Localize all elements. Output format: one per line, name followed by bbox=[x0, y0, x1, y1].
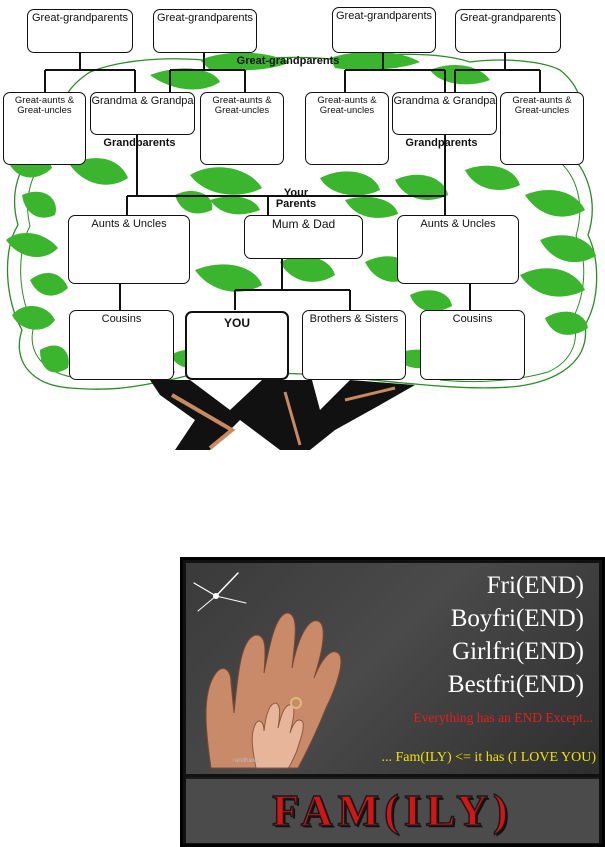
great-grandparents-box-3: Great-grandparents bbox=[332, 7, 436, 53]
left-great-aunts-box: Great-aunts & Great-uncles bbox=[3, 92, 86, 165]
poster-title-band: FAM(ILY) bbox=[186, 777, 599, 843]
baby-hand bbox=[251, 702, 304, 769]
tree-trunk bbox=[150, 380, 415, 450]
right-aunts-uncles-box: Aunts & Uncles bbox=[397, 215, 519, 284]
mid-right-great-aunts-box: Great-aunts & Great-uncles bbox=[305, 92, 389, 165]
ring-icon bbox=[290, 697, 302, 709]
great-grandparents-box-4: Great-grandparents bbox=[455, 9, 561, 53]
right-grandparents-label: Grandparents bbox=[405, 137, 478, 149]
right-cousins-box: Cousins bbox=[420, 310, 525, 380]
adult-hand bbox=[205, 612, 342, 769]
hands-illustration bbox=[193, 572, 342, 769]
mid-left-great-aunts-box: Great-aunts & Great-uncles bbox=[200, 92, 284, 165]
poster-word-girlfriend: Girlfri(END) bbox=[452, 638, 584, 665]
poster-except-line: Everything has an END Except... bbox=[413, 710, 593, 725]
left-grandparents-label: Grandparents bbox=[103, 137, 176, 149]
you-box: YOU bbox=[185, 311, 289, 380]
poster-title: FAM(ILY) bbox=[272, 786, 513, 836]
right-great-aunts-box: Great-aunts & Great-uncles bbox=[500, 92, 584, 165]
foliage bbox=[6, 51, 596, 373]
poster-tagline: ... Fam(ILY) <= it has (I LOVE YOU) bbox=[381, 750, 597, 765]
family-poster: Fri(END) Boyfri(END) Girlfri(END) Bestfr… bbox=[180, 557, 605, 847]
poster-word-bestfriend: Bestfri(END) bbox=[447, 671, 584, 698]
left-cousins-box: Cousins bbox=[69, 310, 174, 380]
poster-word-boyfriend: Boyfri(END) bbox=[450, 605, 584, 632]
great-grandparents-label: Great-grandparents bbox=[236, 55, 340, 67]
left-grandma-grandpa-box: Grandma & Grandpa bbox=[90, 92, 195, 135]
sparkle-icon bbox=[193, 572, 247, 612]
poster-word-friend: Fri(END) bbox=[486, 572, 584, 599]
brothers-sisters-box: Brothers & Sisters bbox=[302, 310, 406, 380]
tree-connectors bbox=[44, 53, 541, 310]
mum-dad-box: Mum & Dad bbox=[244, 215, 363, 259]
great-grandparents-box-1: Great-grandparents bbox=[27, 9, 133, 53]
right-grandma-grandpa-box: Grandma & Grandpa bbox=[392, 92, 497, 135]
left-aunts-uncles-box: Aunts & Uncles bbox=[68, 215, 190, 284]
your-parents-label: Your Parents bbox=[275, 187, 317, 210]
poster-credit: randhawa bbox=[233, 758, 260, 764]
great-grandparents-box-2: Great-grandparents bbox=[153, 9, 257, 53]
